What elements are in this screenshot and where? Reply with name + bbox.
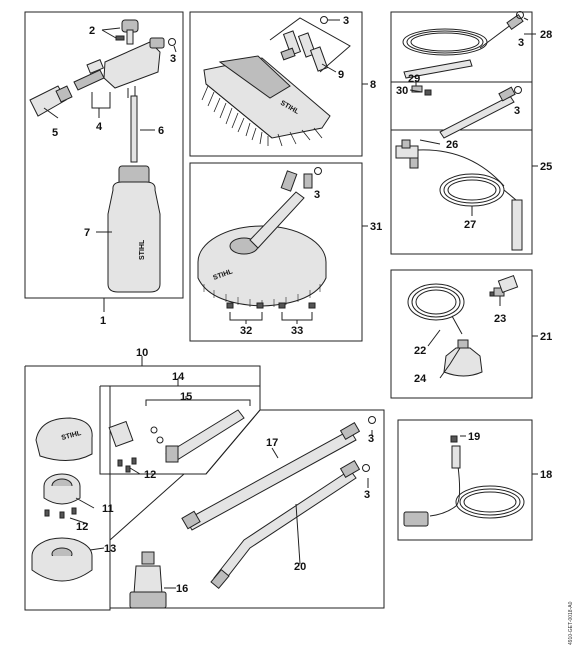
o-ring-3c <box>314 167 322 175</box>
frame-group-25 <box>390 81 533 255</box>
label-29: 29 <box>408 73 420 85</box>
label-12a: 12 <box>144 469 156 481</box>
label-23: 23 <box>494 313 506 325</box>
label-10: 10 <box>136 347 148 359</box>
catalog-code: 4910-GET-0018-A0 <box>568 601 574 645</box>
leaders-group-21 <box>427 296 538 379</box>
rotary-brush-13 <box>31 537 93 582</box>
label-3c: 3 <box>314 189 320 201</box>
label-26: 26 <box>446 139 458 151</box>
label-12b: 12 <box>76 521 88 533</box>
dispenser-24 <box>443 339 483 377</box>
frame-group-21 <box>390 269 533 399</box>
hose-27 <box>417 149 523 251</box>
label-9: 9 <box>338 69 344 81</box>
frame-group-18 <box>397 419 533 541</box>
label-21: 21 <box>540 331 552 343</box>
bottle-7: STIHL <box>107 165 161 293</box>
label-3d: 3 <box>518 37 524 49</box>
o-ring-3e <box>514 86 522 94</box>
label-1: 1 <box>100 315 106 327</box>
ring-19 <box>450 435 458 443</box>
nozzle-5 <box>29 85 73 117</box>
o-ring-3a <box>168 38 176 46</box>
label-3e: 3 <box>514 105 520 117</box>
leaders-group-31 <box>229 225 368 324</box>
frame-group-31 <box>189 162 363 342</box>
screws-32-33 <box>226 302 316 309</box>
label-5: 5 <box>52 127 58 139</box>
label-24: 24 <box>414 373 427 385</box>
o-ring-3b <box>320 16 328 24</box>
cover-part: STIHL <box>35 417 93 461</box>
label-32: 32 <box>240 325 252 337</box>
label-33: 33 <box>291 325 303 337</box>
leaders-group-8 <box>269 17 368 85</box>
hose-28 <box>402 14 524 79</box>
hub-11 <box>43 473 81 505</box>
label-3a: 3 <box>170 53 176 65</box>
label-3f: 3 <box>368 433 374 445</box>
wash-brush-8: STIHL <box>201 55 331 147</box>
hose-22 <box>407 283 465 335</box>
label-31: 31 <box>370 221 382 233</box>
part-30 <box>424 89 432 96</box>
leaders-group-18 <box>460 435 538 475</box>
o-ring-3f <box>368 416 376 424</box>
suction-tube-6 <box>130 95 138 163</box>
label-4: 4 <box>96 121 103 133</box>
pipe-16 <box>129 551 167 609</box>
frame-group-28 <box>390 11 533 131</box>
leaders-group-25 <box>419 139 538 216</box>
surface-cleaner-31: STIHL <box>197 170 327 308</box>
frame-lances <box>109 409 385 609</box>
hose-18 <box>403 445 525 527</box>
label-7: 7 <box>84 227 90 239</box>
o-ring-3d <box>516 11 524 19</box>
label-30: 30 <box>396 85 408 97</box>
label-18: 18 <box>540 469 552 481</box>
label-25: 25 <box>540 161 552 173</box>
label-14: 14 <box>172 371 185 383</box>
foam-nozzle-head <box>103 19 165 98</box>
small-screw-2 <box>115 35 125 41</box>
svg-text:STIHL: STIHL <box>139 239 146 260</box>
screws-12 <box>44 457 137 519</box>
label-17: 17 <box>266 437 278 449</box>
lance-17 <box>181 421 361 531</box>
label-15: 15 <box>180 391 192 403</box>
adapter-4 <box>73 59 105 91</box>
valve-26 <box>395 139 419 169</box>
connectors-9 <box>280 30 329 72</box>
leaders-group-10 <box>69 356 251 589</box>
label-2: 2 <box>89 25 95 37</box>
label-3b: 3 <box>343 15 349 27</box>
lance-20 <box>210 459 361 590</box>
label-22: 22 <box>414 345 426 357</box>
extension-lance <box>439 86 516 139</box>
leaders-group-1 <box>43 27 177 312</box>
label-13: 13 <box>104 543 116 555</box>
label-8: 8 <box>370 79 376 91</box>
label-27: 27 <box>464 219 476 231</box>
adapter-29 <box>411 85 423 93</box>
label-28: 28 <box>540 29 552 41</box>
label-11: 11 <box>102 503 114 515</box>
leaders-lances <box>271 430 373 565</box>
nozzle-23 <box>489 274 519 297</box>
label-6: 6 <box>158 125 164 137</box>
label-3g: 3 <box>364 489 370 501</box>
label-16: 16 <box>176 583 188 595</box>
label-20: 20 <box>294 561 306 573</box>
coupler-15 <box>108 409 245 463</box>
o-ring-3g <box>362 464 370 472</box>
leaders-group-28 <box>409 17 536 93</box>
label-19: 19 <box>468 431 480 443</box>
